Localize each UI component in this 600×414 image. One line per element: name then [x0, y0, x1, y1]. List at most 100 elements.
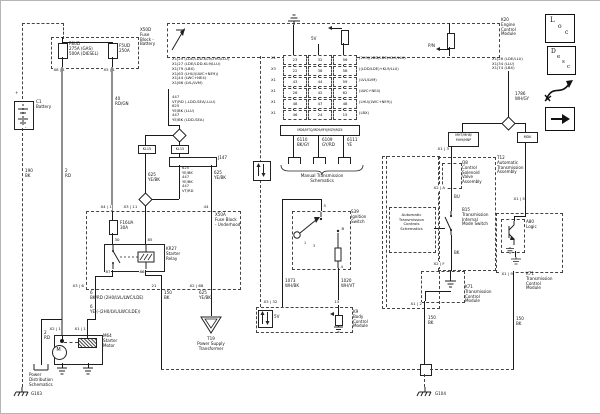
- pin-85: 85: [147, 237, 153, 243]
- wire: [62, 42, 113, 43]
- wire: [41, 319, 42, 365]
- wire-2-rd: [61, 67, 63, 335]
- pin-b: B: [341, 226, 345, 232]
- loc-letter: c: [565, 29, 569, 36]
- fuse-f8ud: [58, 43, 68, 59]
- rpo-box-manual-trans: MD6/MTQ/MD9/MYJ/MZ9/MZ4: [280, 125, 360, 136]
- battery-minus: -: [25, 125, 27, 130]
- ground-bus: [424, 374, 425, 387]
- wire-label-190-bk: 190 BK: [25, 168, 33, 178]
- wire-label-1073: 1073 WH/BK: [285, 278, 299, 289]
- terminal-x1-1: X1 | 1: [74, 326, 87, 332]
- wire: [179, 125, 180, 130]
- resistor-symbol: [335, 315, 343, 326]
- wire: [112, 233, 113, 244]
- grid-pin-cell: 24: [308, 110, 332, 120]
- terminal-15: 15: [334, 299, 340, 305]
- wire-label-6111: 6111 YE: [347, 137, 358, 147]
- fuse-block-battery-label: X50D Fuse Block - Battery: [140, 27, 156, 47]
- atcs-ref-label: Automatic Transmission Controls Schemati…: [398, 212, 425, 231]
- starter-relay-box: [104, 244, 165, 272]
- pin-5: 5: [323, 203, 327, 209]
- repair-instructions-icon[interactable]: [543, 77, 577, 103]
- wire: [87, 319, 96, 320]
- wire: [293, 55, 294, 119]
- desc-letter: D: [551, 48, 556, 55]
- wire: [343, 55, 344, 119]
- wire: [62, 363, 63, 368]
- pin-30: 30: [114, 237, 120, 243]
- battery-feed-wire: [22, 23, 64, 24]
- grid-rpo-label: (2H9/(LDD/LDE)-KL9/LLU): [359, 56, 406, 60]
- terminal-21: 21: [151, 283, 157, 289]
- description-view-button[interactable]: D e s c: [547, 46, 576, 75]
- mode-switch-label: B15 Transmission Internal Mode Switch: [462, 207, 489, 227]
- grid-rpo-label: (LWC+NE4): [359, 89, 381, 93]
- grid-connector-prefix: X1: [271, 78, 276, 82]
- wire: [179, 165, 180, 199]
- fuse-f16ua: [109, 220, 118, 235]
- up-down-arrows-icon: [260, 311, 270, 325]
- grid-pin-cell: 48: [283, 99, 307, 109]
- wire: [161, 288, 162, 370]
- wire: [318, 44, 319, 55]
- ignition-switch-box: [292, 211, 351, 270]
- wire: [462, 123, 502, 124]
- tcm-right-box: [496, 213, 563, 273]
- wire: [425, 291, 426, 301]
- tcm-left-label: K71 Transmission Control Module: [465, 284, 492, 304]
- pin-4: 4: [340, 264, 344, 270]
- ground-icon-a80: [506, 247, 514, 254]
- wire: [95, 276, 96, 288]
- grid-pin-cell: 38: [308, 66, 332, 76]
- wire: [338, 307, 339, 315]
- fuse-block-underhood-box: [86, 211, 241, 290]
- solenoid-valve-box: [442, 163, 462, 189]
- wire: [525, 123, 526, 132]
- motor-letter: M: [56, 347, 61, 353]
- wire: [343, 135, 344, 157]
- wire-label-1786: 1786 WH/GY: [515, 91, 529, 101]
- wire: [145, 135, 146, 145]
- location-view-button[interactable]: L o c: [545, 14, 575, 43]
- wire: [168, 89, 169, 125]
- wire-label-1020: 1020 WH/VT: [341, 278, 355, 288]
- grid-connector-prefix: X1: [271, 111, 276, 115]
- battery-feed-wire: [22, 23, 23, 99]
- grid-rpo-label: ((LDD/LDE)+KL9/LLU): [359, 67, 399, 71]
- wire: [211, 165, 212, 211]
- bcm-box: [256, 307, 353, 333]
- wire: [152, 199, 179, 200]
- grid-pin-cell: 48: [333, 99, 357, 109]
- battery-feed-wire: [63, 23, 64, 39]
- splice-pack-j147: [169, 157, 217, 167]
- wire: [211, 288, 212, 316]
- label-5v-bcm: 5V: [274, 314, 280, 319]
- battery-plus: +: [15, 90, 19, 95]
- wire: [88, 363, 89, 368]
- wire: [451, 235, 452, 271]
- wire: [62, 335, 63, 340]
- trans-assembly-box: [438, 157, 496, 271]
- wire: [451, 157, 452, 187]
- motor-symbol: [52, 345, 67, 360]
- forward-navigation-button[interactable]: [545, 107, 575, 131]
- grid-rpo-label: (LHU/(LWC+NE9)): [359, 100, 392, 104]
- transformer-icon: [200, 316, 222, 334]
- splice-junction: [420, 364, 432, 376]
- wire: [513, 271, 514, 369]
- ground-label-g103: G103: [31, 391, 42, 396]
- wire: [332, 28, 342, 29]
- splice-diamond-icon: [138, 192, 153, 207]
- wire: [321, 199, 322, 211]
- ground-bus: [430, 369, 514, 370]
- ecm-label: K20 Engine Control Module: [501, 17, 516, 37]
- terminal-x2-a: X2 | A: [433, 185, 446, 191]
- wire: [451, 187, 452, 211]
- starter-motor-label: M64 Starter Motor: [103, 333, 118, 348]
- terminal-x5-1: X5 | 1: [103, 67, 116, 73]
- wire: [318, 135, 319, 157]
- right-arrow-icon: [551, 114, 570, 124]
- fuse-f5ud: [108, 43, 118, 59]
- atcs-label-box: [389, 207, 436, 253]
